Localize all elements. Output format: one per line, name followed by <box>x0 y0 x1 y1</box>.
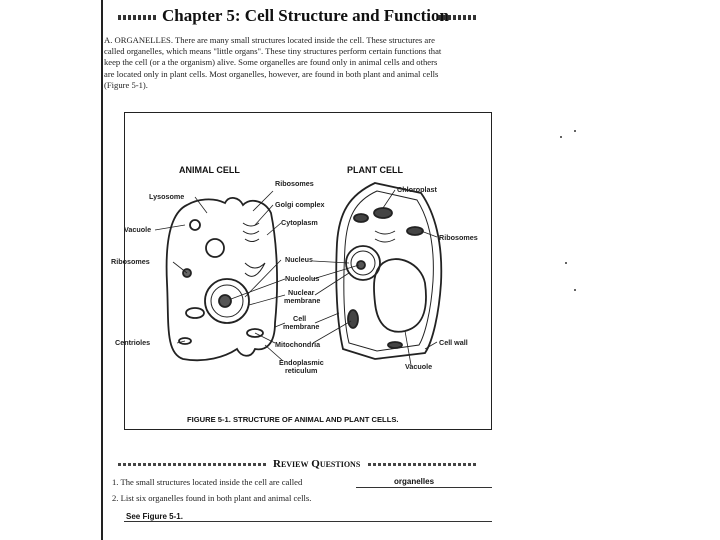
label-ribosomes-top: Ribosomes <box>275 180 314 188</box>
intro-line: called organelles, which means "little o… <box>104 46 494 57</box>
review-ornament-left <box>118 463 268 466</box>
review-title: Review Questions <box>273 458 360 470</box>
scan-speck <box>574 130 576 132</box>
cell-figure: ANIMAL CELL PLANT CELL Lysosome Vacuole … <box>124 112 492 430</box>
title-ornament-left <box>118 15 156 20</box>
question-1: 1. The small structures located inside t… <box>112 477 302 487</box>
chapter-title: Chapter 5: Cell Structure and Function <box>162 6 449 26</box>
label-er-2: reticulum <box>285 367 317 375</box>
review-header: Review Questions <box>118 458 478 472</box>
animal-cell-heading: ANIMAL CELL <box>179 165 240 175</box>
cell-diagram <box>125 113 491 429</box>
label-cytoplasm: Cytoplasm <box>281 219 318 227</box>
label-ribosomes-left: Ribosomes <box>111 258 150 266</box>
label-cell-membrane-2: membrane <box>283 323 319 331</box>
label-vacuole-animal: Vacuole <box>124 226 151 234</box>
plant-cell-heading: PLANT CELL <box>347 165 403 175</box>
scan-speck <box>565 262 567 264</box>
plant-cell-drawing <box>336 183 441 359</box>
label-vacuole-plant: Vacuole <box>405 363 432 371</box>
chapter-header: Chapter 5: Cell Structure and Function <box>118 6 478 28</box>
answer-line-2 <box>124 521 492 522</box>
intro-paragraph: A. ORGANELLES. There are many small stru… <box>104 35 494 91</box>
intro-line: keep the cell (or a the organism) alive.… <box>104 57 494 68</box>
intro-line: are located only in plant cells. Most or… <box>104 69 494 80</box>
scan-speck <box>574 289 576 291</box>
answer-2: See Figure 5-1. <box>126 512 183 521</box>
intro-line: (Figure 5-1). <box>104 80 494 91</box>
review-ornament-right <box>368 463 478 466</box>
label-golgi-complex: Golgi complex <box>275 201 325 209</box>
label-mitochondria: Mitochondria <box>275 341 320 349</box>
label-ribosomes-right: Ribosomes <box>439 234 478 242</box>
label-nucleolus: Nucleolus <box>285 275 319 283</box>
label-centrioles: Centrioles <box>115 339 150 347</box>
label-lysosome: Lysosome <box>149 193 184 201</box>
intro-line: A. ORGANELLES. There are many small stru… <box>104 35 494 46</box>
label-nucleus: Nucleus <box>285 256 313 264</box>
question-2: 2. List six organelles found in both pla… <box>112 493 311 503</box>
figure-caption: FIGURE 5-1. STRUCTURE OF ANIMAL AND PLAN… <box>187 415 399 424</box>
answer-1: organelles <box>394 477 434 486</box>
title-ornament-right <box>438 15 478 20</box>
label-cell-wall: Cell wall <box>439 339 468 347</box>
answer-line-1 <box>356 487 492 488</box>
label-chloroplast: Chloroplast <box>397 186 437 194</box>
label-nuclear-membrane-2: membrane <box>284 297 320 305</box>
scan-speck <box>560 136 562 138</box>
page-edge-line <box>101 0 103 540</box>
